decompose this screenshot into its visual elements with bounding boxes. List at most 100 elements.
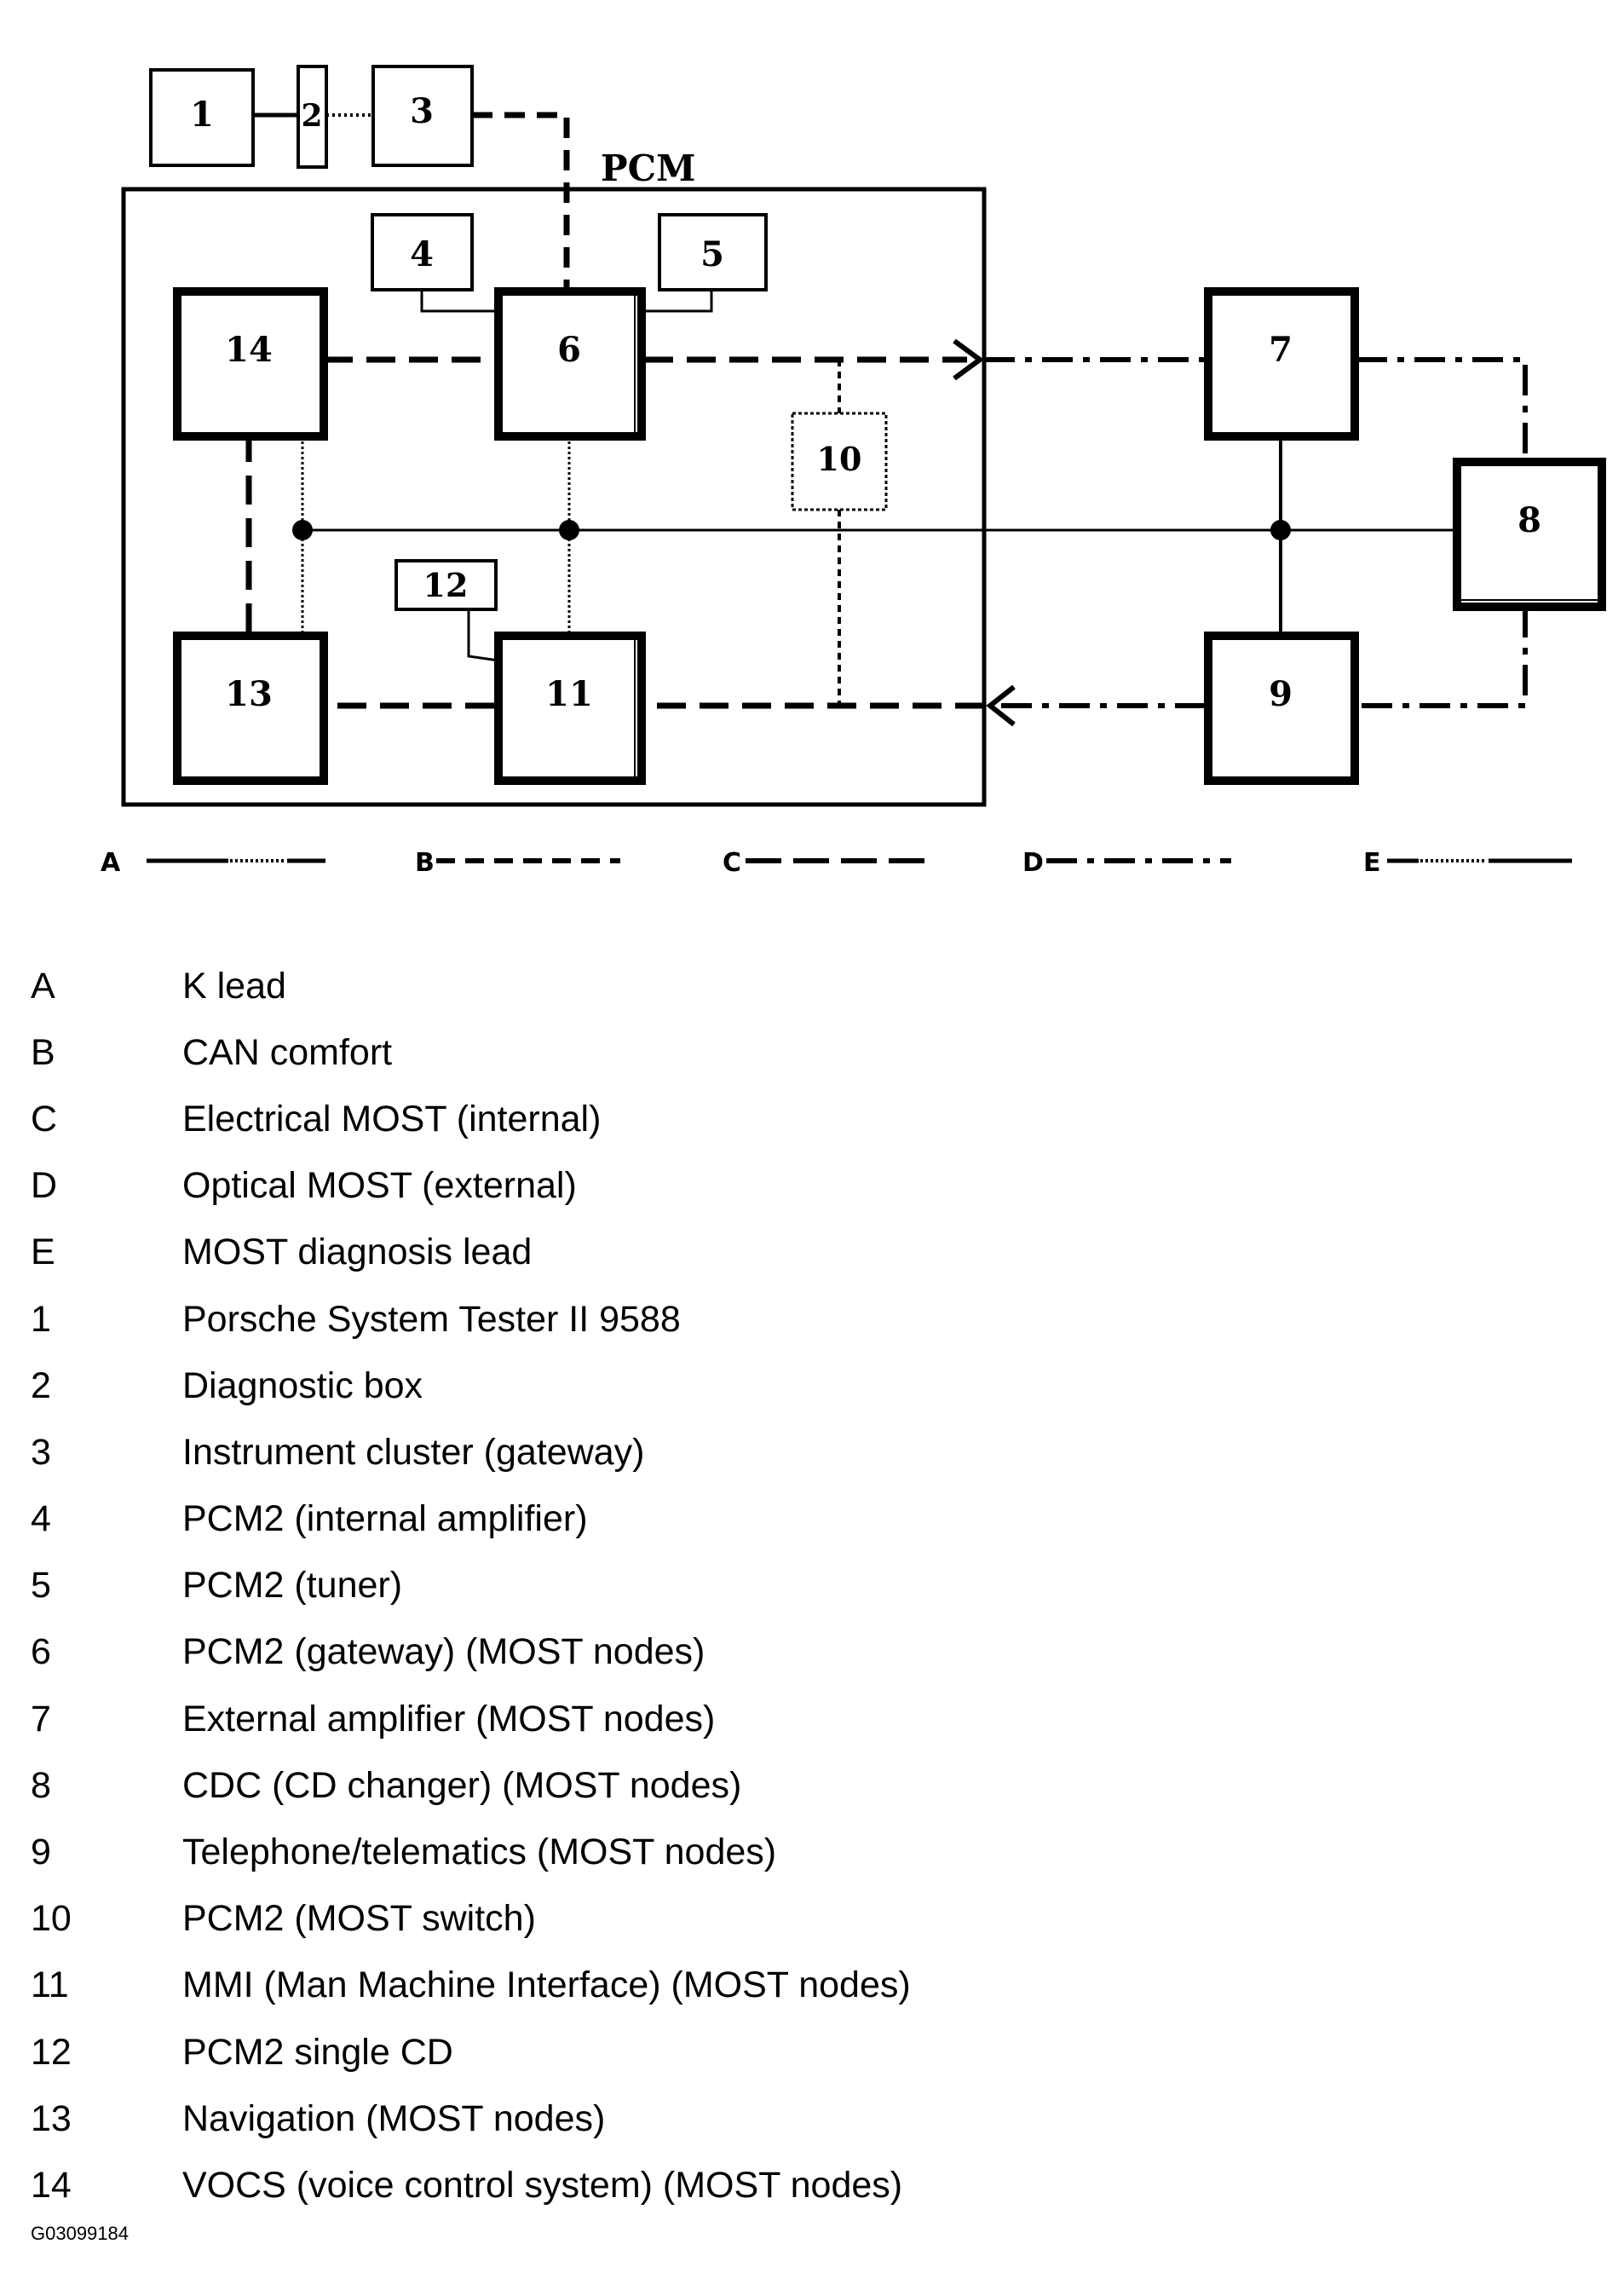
legend-text: PCM2 (tuner) [182, 1565, 403, 1607]
node-6: 6 [494, 287, 646, 441]
legend-key: 9 [31, 1832, 51, 1873]
legend-text: PCM2 (internal amplifier) [182, 1498, 588, 1540]
line-key-a: A [101, 848, 325, 878]
arrow-in [986, 684, 1016, 727]
legend-item: 12 PCM2 single CD [31, 2019, 911, 2085]
node-13-label: 13 [225, 674, 273, 714]
node-8: 8 [1453, 458, 1606, 611]
legend-key: D [31, 1165, 58, 1207]
legend-text: VOCS (voice control system) (MOST nodes) [182, 2164, 903, 2206]
arrow-out [953, 338, 985, 381]
legend-key: A [31, 965, 55, 1007]
legend-key: 3 [31, 1431, 51, 1473]
legend-key: 8 [31, 1764, 51, 1806]
legend-text: Diagnostic box [182, 1364, 423, 1406]
legend-text: Porsche System Tester II 9588 [182, 1298, 681, 1340]
legend-item: D Optical MOST (external) [31, 1153, 911, 1220]
line-key-e: E [1363, 848, 1572, 878]
node-7: 7 [1204, 287, 1359, 441]
node-11: 11 [494, 632, 646, 785]
junction-14 [292, 520, 313, 540]
line-key-b: B [415, 848, 620, 878]
node-6-label: 6 [557, 330, 581, 370]
legend-key: 10 [31, 1898, 72, 1940]
node-9-label: 9 [1269, 674, 1293, 714]
network-diagram: PCM 1 2 3 [101, 65, 1606, 878]
legend-item: 14 VOCS (voice control system) (MOST node… [31, 2152, 911, 2218]
legend-text: MOST diagnosis lead [182, 1232, 533, 1273]
legend-key: 5 [31, 1565, 51, 1607]
legend-item: 9 Telephone/telematics (MOST nodes) [31, 1819, 911, 1885]
legend-text: Telephone/telematics (MOST nodes) [182, 1832, 777, 1873]
legend-key: 13 [31, 2097, 72, 2139]
legend-key: 14 [31, 2164, 72, 2206]
legend-text: Optical MOST (external) [182, 1165, 577, 1207]
node-2-label: 2 [301, 98, 322, 134]
figure-id: G03099184 [31, 2223, 129, 2244]
legend-key: 7 [31, 1698, 51, 1739]
legend-key: 4 [31, 1498, 51, 1540]
legend-item: 10 PCM2 (MOST switch) [31, 1886, 911, 1953]
legend-text: Navigation (MOST nodes) [182, 2097, 606, 2139]
node-8-label: 8 [1517, 500, 1541, 540]
line-key-a-label: A [101, 848, 121, 878]
legend-text: MMI (Man Machine Interface) (MOST nodes) [182, 1964, 911, 2006]
link-3-6 [472, 112, 570, 294]
link-12-11 [467, 609, 499, 662]
legend-text: PCM2 (MOST switch) [182, 1898, 536, 1940]
legend-item: E MOST diagnosis lead [31, 1220, 911, 1286]
legend-item: 11 MMI (Man Machine Interface) (MOST node… [31, 1953, 911, 2019]
legend-key: 2 [31, 1364, 51, 1406]
line-key-c-label: C [723, 848, 741, 878]
node-13: 13 [173, 632, 328, 785]
legend-item: 5 PCM2 (tuner) [31, 1553, 911, 1619]
node-12-label: 12 [423, 566, 469, 604]
legend-text: CDC (CD changer) (MOST nodes) [182, 1764, 742, 1806]
node-3: 3 [371, 65, 474, 167]
junction-7 [1270, 520, 1291, 540]
legend-text: PCM2 single CD [182, 2031, 453, 2073]
node-14: 14 [173, 287, 328, 441]
line-key-d: D [1022, 848, 1231, 878]
legend-key: 11 [31, 1964, 69, 2006]
node-4: 4 [371, 213, 474, 291]
line-key-d-label: D [1022, 848, 1044, 878]
legend-key: B [31, 1031, 55, 1073]
link-7-8 [1356, 357, 1528, 462]
legend-item: 4 PCM2 (internal amplifier) [31, 1486, 911, 1553]
node-10: 10 [791, 412, 888, 511]
legend-item: B CAN comfort [31, 1019, 911, 1086]
node-2: 2 [297, 65, 328, 169]
pcm-enclosure [121, 187, 987, 807]
line-key-e-label: E [1363, 848, 1381, 878]
node-4-label: 4 [410, 234, 434, 274]
legend-item: 8 CDC (CD changer) (MOST nodes) [31, 1752, 911, 1819]
node-1: 1 [149, 68, 255, 167]
node-10-label: 10 [817, 440, 862, 478]
link-4-6 [420, 290, 498, 313]
legend-text: CAN comfort [182, 1031, 393, 1073]
legend-key: 6 [31, 1631, 51, 1673]
legend-key: E [31, 1232, 55, 1273]
junction-6 [559, 520, 579, 540]
node-3-label: 3 [410, 91, 434, 131]
line-key-b-label: B [415, 848, 435, 878]
node-7-label: 7 [1269, 330, 1293, 370]
node-9: 9 [1204, 632, 1359, 785]
link-5-6 [641, 290, 713, 313]
legend-item: 13 Navigation (MOST nodes) [31, 2085, 911, 2152]
legend-key: 12 [31, 2031, 72, 2073]
node-12: 12 [394, 559, 498, 611]
legend-text: Instrument cluster (gateway) [182, 1431, 645, 1473]
legend-item: 2 Diagnostic box [31, 1353, 911, 1419]
pcm-label: PCM [601, 147, 696, 189]
link-8-9 [1356, 607, 1528, 708]
line-key-c: C [723, 848, 929, 878]
legend-item: 3 Instrument cluster (gateway) [31, 1419, 911, 1485]
node-14-label: 14 [225, 330, 273, 370]
